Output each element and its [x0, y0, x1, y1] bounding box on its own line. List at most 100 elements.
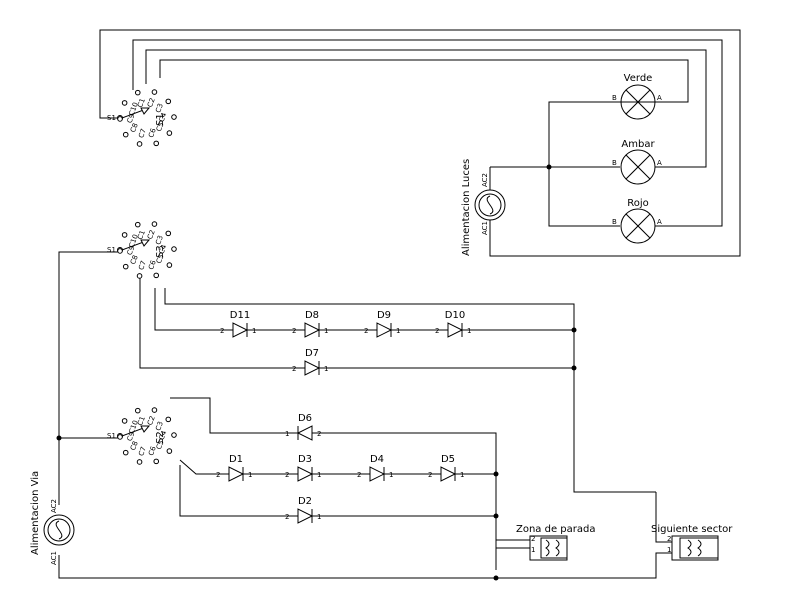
lamp-verde: Verde B A: [612, 73, 662, 120]
connector-pin-bottom: 1: [667, 546, 671, 554]
switch-contact-terminal: [151, 89, 158, 95]
source-label: Alimentacion Via: [30, 471, 41, 555]
diode-label: D9: [377, 310, 391, 321]
switch-contact-label: C8: [129, 122, 140, 134]
source-pin-bottom: AC1: [481, 221, 489, 235]
switch-contact-label: C4: [158, 243, 169, 255]
switch-contact-terminal: [166, 262, 173, 268]
switch-contact-terminal: [136, 459, 143, 465]
junction-dot: [546, 164, 552, 170]
wire-s1-to-rojo: [99, 29, 741, 257]
lamp-pin-b: B: [612, 159, 617, 167]
diode-pin-right: 1: [252, 327, 256, 335]
diode-label: D7: [305, 348, 319, 359]
switch-contact-label: C7: [137, 128, 148, 140]
diode-pin-left: 2: [220, 327, 224, 335]
diode-label: D11: [230, 310, 250, 321]
switch-contact-terminal: [165, 416, 172, 423]
switch-contact-terminal: [121, 232, 128, 238]
switch-contact-terminal: [122, 263, 129, 270]
switch-contact-label: C10: [128, 233, 140, 249]
diode-pin-left: 2: [292, 365, 296, 373]
lamp-pin-b: B: [612, 94, 617, 102]
source-pin-top: AC2: [50, 499, 58, 513]
diode-pin-left: 2: [428, 471, 432, 479]
lamp-pin-a: A: [657, 218, 662, 226]
switch-contact-terminal: [134, 89, 141, 96]
switch-contact-terminal: [166, 448, 173, 454]
wire-c1-to-lamps: [132, 39, 723, 227]
wire-s3-c10: [139, 278, 574, 369]
switch-contact-label: C7: [137, 260, 148, 272]
switch-contact-terminal: [136, 141, 143, 147]
switch-contact-terminal: [122, 131, 129, 138]
lamp-pin-b: B: [612, 218, 617, 226]
switch-contact-label: C2: [146, 415, 157, 427]
wires: [58, 29, 741, 579]
diode-pin-right: 1: [248, 471, 252, 479]
diode: D8 2 1: [292, 310, 328, 338]
diode-pin-left: 2: [292, 327, 296, 335]
switch-contact-label: C9: [126, 113, 137, 125]
switch-contact-terminal: [136, 273, 143, 279]
connector-pin-bottom: 1: [531, 546, 535, 554]
switch-contact-label: C9: [126, 431, 137, 443]
lamp-pin-a: A: [657, 159, 662, 167]
switch-contact-terminal: [117, 434, 123, 440]
diode-pin-right: 1: [317, 513, 321, 521]
lamp-rojo: Rojo B A: [612, 198, 662, 244]
diode-label: D8: [305, 310, 319, 321]
diode-pin-left: 2: [357, 471, 361, 479]
connector-siguiente-sector: Siguiente sector 2 1: [651, 524, 733, 561]
source-pin-bottom: AC1: [50, 551, 58, 565]
diode-label: D4: [370, 454, 384, 465]
diode-pin-right: 1: [324, 365, 328, 373]
source-pin-top: AC2: [481, 173, 489, 187]
switch-contact-terminal: [134, 221, 141, 228]
lamp-ambar: Ambar B A: [612, 139, 662, 185]
switch-contact-terminal: [117, 248, 123, 254]
wire-s3-c8: [164, 288, 656, 493]
diode-label: D3: [298, 454, 312, 465]
lamp-pin-a: A: [657, 94, 662, 102]
wire-c3-to-verde: [159, 59, 689, 103]
switch-contact-label: C3: [154, 102, 165, 114]
switch-contact-terminal: [117, 116, 123, 122]
diode-pin-right: 1: [467, 327, 471, 335]
diode-label: D6: [298, 413, 312, 424]
junction-dot: [493, 471, 499, 477]
connector-label: Siguiente sector: [651, 524, 733, 535]
switch-common-label: S1: [107, 246, 116, 254]
wire-s3-c9: [154, 288, 574, 331]
diode-pin-left: 2: [364, 327, 368, 335]
switch-contact-label: C9: [126, 245, 137, 257]
switch-name: S3: [155, 245, 166, 258]
diode-pin-right: 1: [324, 327, 328, 335]
switch-contact-terminal: [134, 407, 141, 414]
diode-label: D10: [445, 310, 465, 321]
diode-label: D1: [229, 454, 243, 465]
diode-label: D2: [298, 496, 312, 507]
connector-zona-de-parada: Zona de parada 2 1: [516, 524, 595, 561]
switch-arrow: [140, 107, 151, 115]
switch-contact-label: C5: [155, 253, 166, 265]
junction-dot: [493, 513, 499, 519]
switch-contact-terminal: [151, 407, 158, 413]
switch-contact-terminal: [122, 449, 129, 456]
switch-contact-terminal: [153, 140, 160, 147]
switch-contact-label: C4: [158, 429, 169, 441]
switch-contact-label: C3: [154, 420, 165, 432]
diode-pin-right: 2: [317, 430, 321, 438]
diode: D11 2 1: [220, 310, 256, 338]
diode: D7 2 1: [292, 348, 328, 376]
connector-label: Zona de parada: [516, 524, 595, 535]
switch-contact-label: C6: [147, 259, 158, 271]
